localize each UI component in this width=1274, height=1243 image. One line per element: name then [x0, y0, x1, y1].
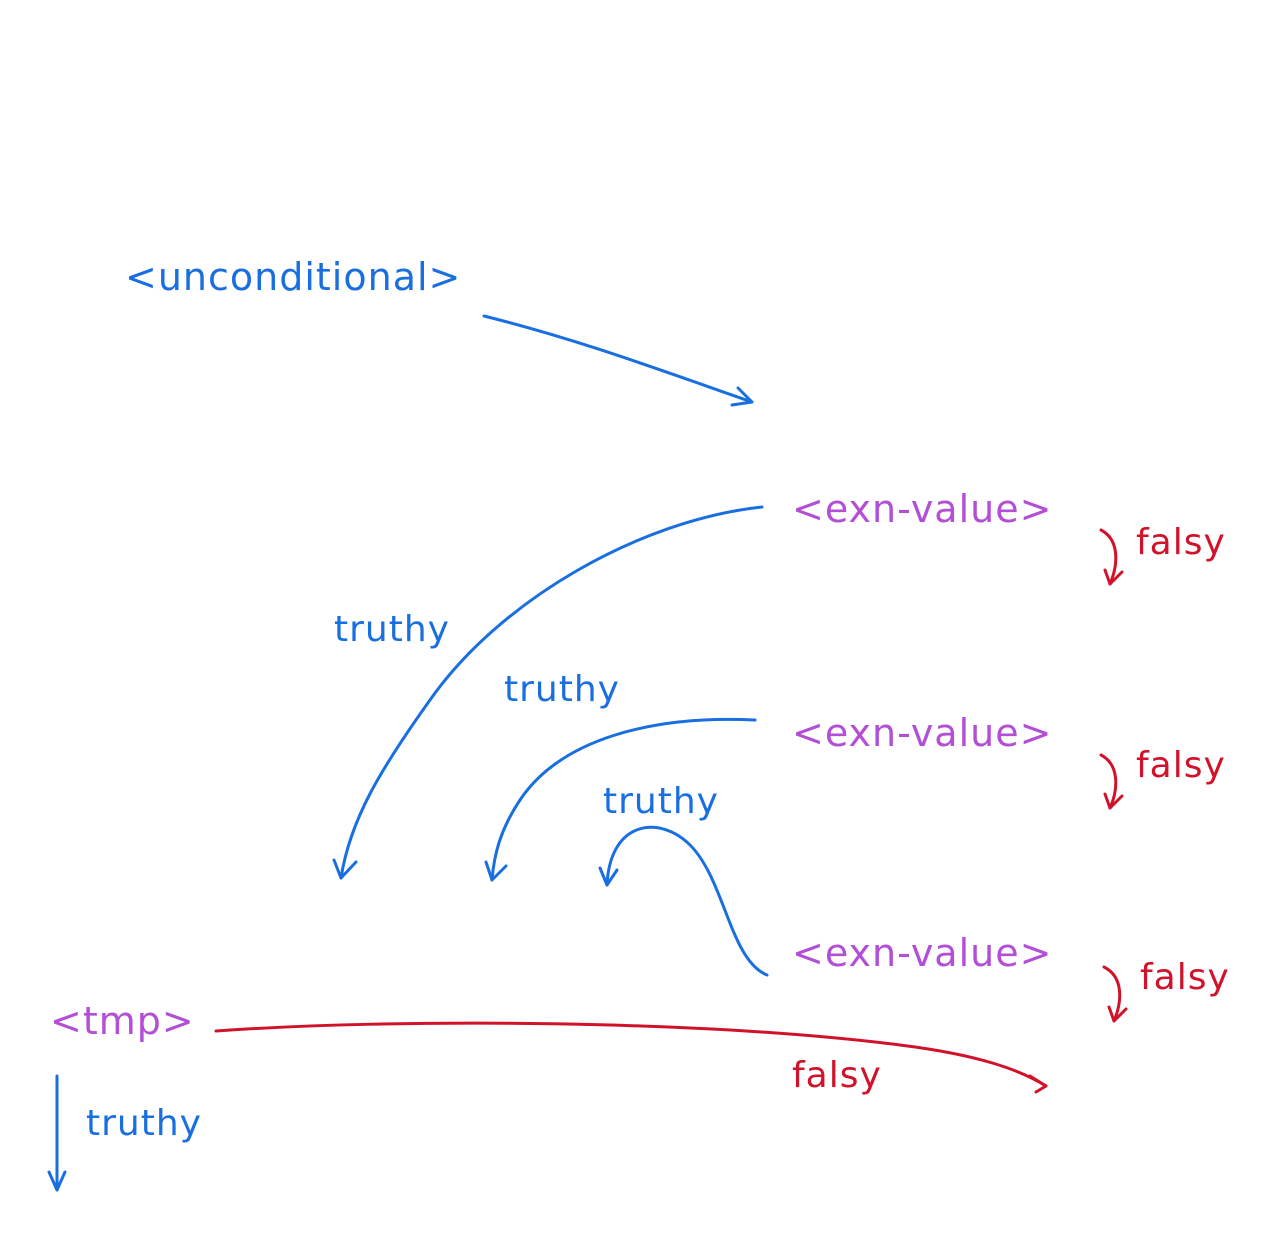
tmp-label: <tmp>	[50, 999, 195, 1043]
falsy-label-3: falsy	[1140, 957, 1230, 998]
falsy-arrowhead-1	[1103, 568, 1124, 586]
falsy-arrow-2	[1099, 753, 1118, 810]
truthy-label-2: truthy	[504, 669, 620, 710]
falsy-arrowhead-2	[1103, 792, 1124, 810]
unconditional-arrowhead	[730, 386, 754, 407]
truthy-arrow-3	[605, 825, 769, 977]
truthy-arrow-2	[490, 717, 757, 882]
truthy-arrow-1	[339, 505, 764, 880]
exn-value-label-1: <exn-value>	[792, 487, 1053, 531]
falsy-label-2: falsy	[1136, 745, 1226, 786]
falsy-arrow-1	[1099, 528, 1118, 586]
truthy-arrowhead-3	[598, 866, 619, 887]
truthy-label-3: truthy	[603, 781, 719, 822]
exn-value-label-2: <exn-value>	[792, 711, 1053, 755]
truthy-label-1: truthy	[334, 609, 450, 650]
falsy-arrow-3	[1102, 965, 1122, 1023]
truthy-arrowhead-2	[484, 860, 508, 882]
falsy-label-1: falsy	[1136, 522, 1226, 563]
truthy-label-tmp: truthy	[86, 1103, 202, 1144]
falsy-arrowhead-tmp	[1028, 1074, 1048, 1094]
unconditional-arrow	[482, 314, 754, 404]
truthy-arrowhead-1	[332, 858, 358, 880]
falsy-label-tmp: falsy	[792, 1055, 882, 1096]
falsy-arrowhead-3	[1107, 1005, 1128, 1023]
falsy-arrow-tmp	[214, 1021, 1048, 1088]
exn-value-label-3: <exn-value>	[792, 931, 1053, 975]
truthy-arrowhead-tmp	[47, 1170, 67, 1192]
unconditional-label: <unconditional>	[125, 255, 462, 299]
